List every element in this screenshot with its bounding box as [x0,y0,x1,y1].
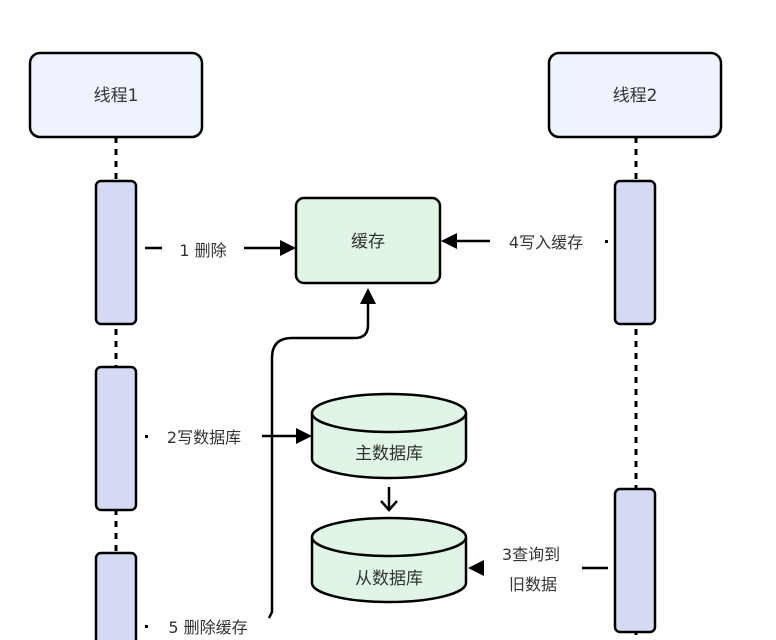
message-5-delete-cache: 5 删除缓存 [145,288,376,637]
message-3-read-old-data: 3查询到 旧数据 [468,545,608,594]
message-4-write-cache: 4写入缓存 [441,233,608,252]
master-db-label: 主数据库 [355,444,423,464]
cache-label: 缓存 [351,232,385,252]
thread1-activation-2 [94,365,138,512]
cache-node[interactable]: 缓存 [294,196,442,285]
message-1-delete: 1 删除 [145,240,296,260]
slave-db-node[interactable]: 从数据库 [310,516,468,604]
message-4-label: 4写入缓存 [509,233,583,252]
thread1-activation-3 [94,551,138,640]
message-2-label: 2写数据库 [167,428,241,447]
master-db-node[interactable]: 主数据库 [310,392,468,480]
replication-arrow [380,487,398,512]
message-2-write-db: 2写数据库 [145,428,312,447]
slave-db-label: 从数据库 [355,569,423,589]
thread2-activation-1 [613,179,657,326]
thread1-activation-1 [94,179,138,326]
message-1-label: 1 删除 [179,241,226,260]
thread2-label: 线程2 [613,86,658,106]
thread2-box[interactable]: 线程2 [547,51,723,139]
thread1-box[interactable]: 线程1 [28,51,204,139]
thread2-activation-2 [613,487,657,634]
message-3-label-line1: 3查询到 [502,545,560,564]
message-3-label-line2: 旧数据 [509,575,557,594]
message-5-label: 5 删除缓存 [168,618,247,637]
thread1-label: 线程1 [94,86,139,106]
